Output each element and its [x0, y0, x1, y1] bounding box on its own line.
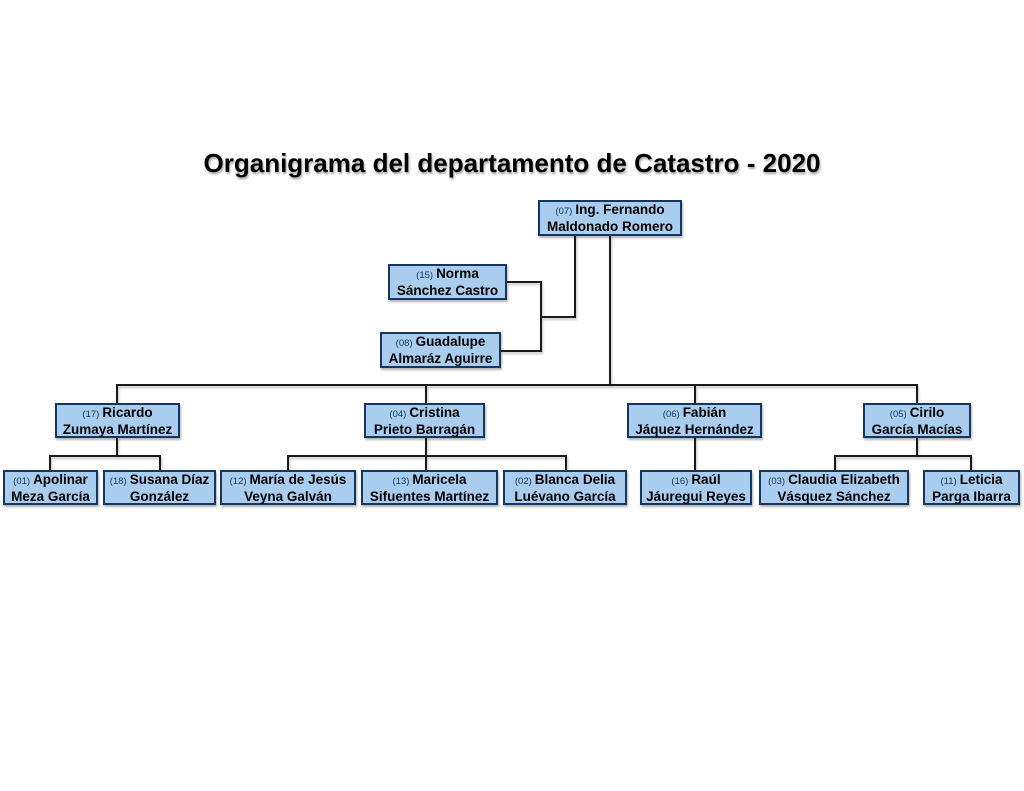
- org-node-06-fabian-jaquez: (06)Fabián Jáquez Hernández: [627, 403, 762, 438]
- node-name-line2: Jáquez Hernández: [635, 421, 754, 437]
- org-node-16-raul-jauregui: (16)Raúl Jáuregui Reyes: [640, 470, 752, 505]
- org-node-07-fernando-maldonado: (07)Ing. Fernando Maldonado Romero: [538, 200, 682, 236]
- node-name-line1: (07)Ing. Fernando: [555, 202, 665, 217]
- org-node-04-cristina-prieto: (04)Cristina Prieto Barragán: [364, 403, 485, 438]
- node-name-line1: (04)Cristina: [389, 404, 460, 420]
- org-node-12-maria-de-jesus-veyna: (12)María de Jesús Veyna Galván: [220, 470, 356, 505]
- org-node-15-norma-sanchez: (15)Norma Sánchez Castro: [388, 264, 507, 300]
- node-name-line2: Luévano García: [514, 488, 616, 504]
- node-name-line2: Jáuregui Reyes: [646, 488, 746, 504]
- node-name-line2: Maldonado Romero: [546, 219, 673, 234]
- chart-title: Organigrama del departamento de Catastro…: [203, 148, 821, 178]
- node-name-line2: Sánchez Castro: [396, 283, 499, 298]
- node-name-line1: (01)Apolinar: [13, 471, 88, 487]
- node-name-line1: (08)Guadalupe: [395, 334, 486, 349]
- org-node-05-cirilo-garcia: (05)Cirilo García Macías: [863, 403, 971, 438]
- node-name-line2: Sifuentes Martínez: [369, 488, 490, 504]
- node-name-line2: Meza García: [11, 488, 90, 504]
- node-name-line2: González: [129, 488, 190, 504]
- node-name-line2: Veyna Galván: [244, 488, 332, 504]
- node-name-line1: (18)Susana Díaz: [109, 471, 210, 487]
- node-name-line2: Parga Ibarra: [932, 488, 1011, 504]
- node-name-line1: (06)Fabián: [662, 404, 727, 420]
- org-node-18-susana-diaz: (18)Susana Díaz González: [103, 470, 216, 505]
- node-name-line1: (12)María de Jesús: [229, 471, 347, 487]
- node-name-line1: (02)Blanca Delia: [514, 471, 616, 487]
- node-name-line1: (05)Cirilo: [889, 404, 945, 420]
- org-node-03-claudia-vasquez: (03)Claudia Elizabeth Vásquez Sánchez: [759, 470, 909, 505]
- org-node-02-blanca-delia-luevano: (02)Blanca Delia Luévano García: [503, 470, 627, 505]
- node-name-line2: Prieto Barragán: [373, 421, 476, 437]
- node-name-line1: (16)Raúl: [671, 471, 721, 487]
- org-node-08-guadalupe-almaraz: (08)Guadalupe Almaráz Aguirre: [380, 332, 501, 368]
- node-name-line1: (13)Maricela: [392, 471, 467, 487]
- org-node-17-ricardo-zumaya: (17)Ricardo Zumaya Martínez: [55, 403, 180, 438]
- org-node-11-leticia-parga: (11)Leticia Parga Ibarra: [923, 470, 1020, 505]
- org-node-13-maricela-sifuentes: (13)Maricela Sifuentes Martínez: [361, 470, 498, 505]
- node-name-line1: (17)Ricardo: [82, 404, 153, 420]
- node-name-line1: (11)Leticia: [940, 471, 1003, 487]
- node-name-line1: (15)Norma: [416, 266, 479, 281]
- node-name-line2: García Macías: [871, 421, 963, 437]
- node-name-line2: Almaráz Aguirre: [388, 351, 493, 366]
- node-name-line2: Vásquez Sánchez: [777, 488, 891, 504]
- node-name-line1: (03)Claudia Elizabeth: [768, 471, 900, 487]
- org-node-01-apolinar-meza: (01)Apolinar Meza García: [3, 470, 98, 505]
- node-name-line2: Zumaya Martínez: [62, 421, 173, 437]
